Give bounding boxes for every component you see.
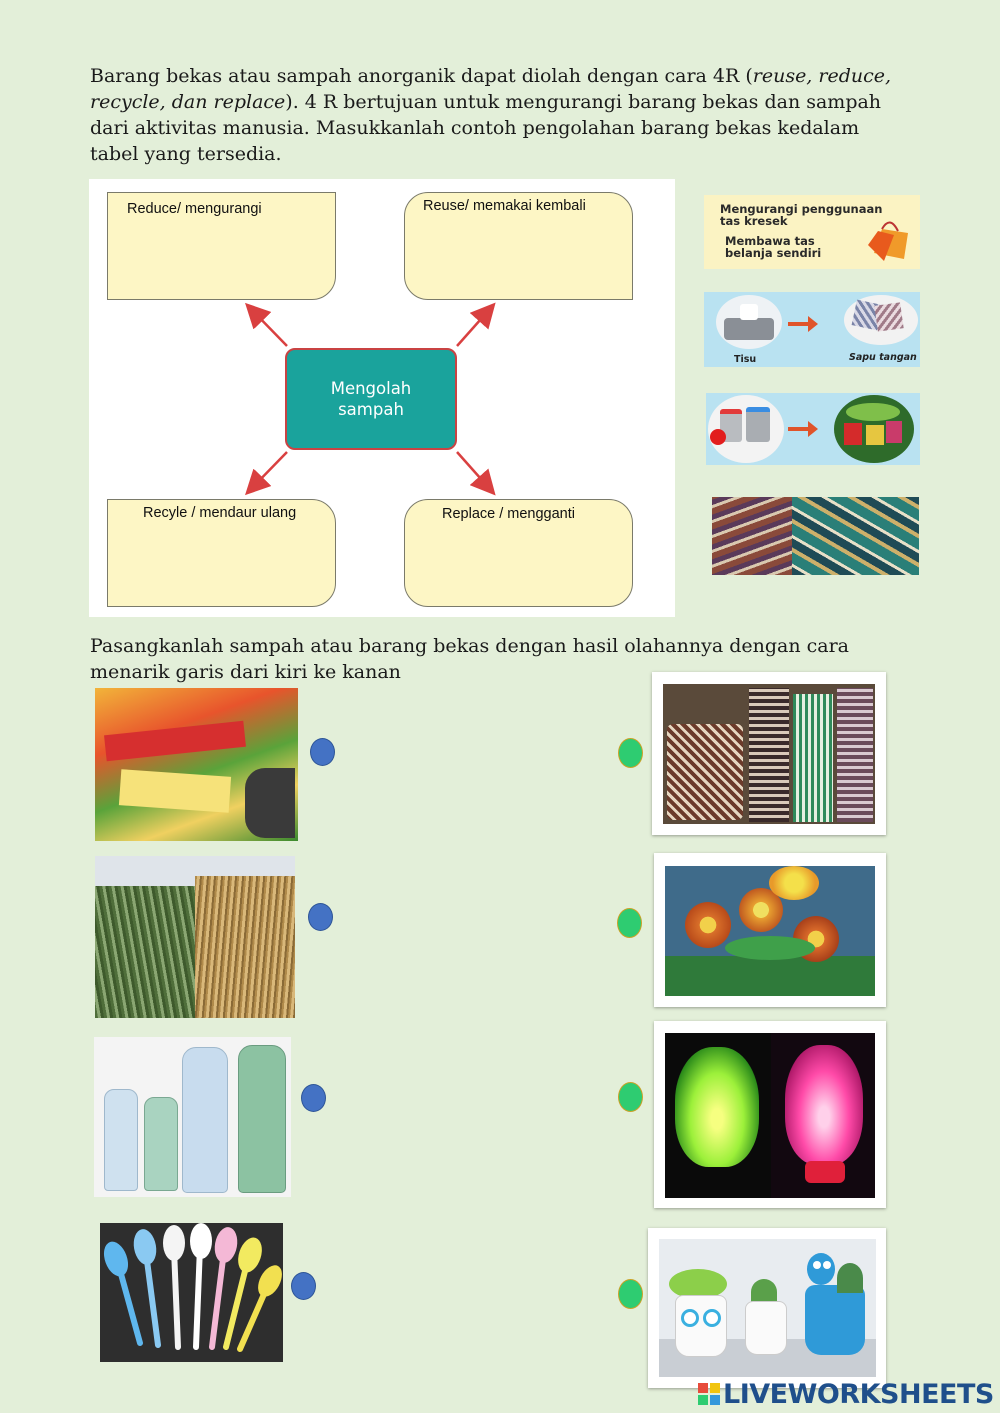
arrow-right-icon bbox=[788, 316, 818, 332]
reuse-label: Reuse/ memakai kembali bbox=[423, 198, 586, 214]
intro-italic-terms: reuse, reduce, recycle, dan replace bbox=[90, 65, 892, 113]
ex2-right-label: Sapu tangan bbox=[849, 352, 917, 363]
example-shopping-bag[interactable]: Mengurangi penggunaan tas kresek Membawa… bbox=[704, 195, 920, 269]
left-match-dot-2[interactable] bbox=[308, 903, 333, 931]
intro-text-2: ). 4 R bertujuan untuk mengurangi barang… bbox=[90, 91, 882, 165]
plastic-bottles-picture[interactable] bbox=[94, 1037, 291, 1197]
paper-flowers-picture bbox=[665, 866, 875, 996]
recycle-label: Recyle / mendaur ulang bbox=[143, 505, 297, 521]
recycle-box[interactable]: Recyle / mendaur ulang bbox=[107, 499, 336, 607]
reuse-box[interactable]: Reuse/ memakai kembali bbox=[404, 192, 633, 300]
replace-box[interactable]: Replace / mengganti bbox=[404, 499, 633, 607]
plastic-spoons-picture[interactable] bbox=[100, 1223, 283, 1362]
shopping-bag-icon bbox=[868, 221, 908, 261]
ex1-text-1: Mengurangi penggunaan bbox=[720, 202, 883, 216]
center-label: Mengolah sampah bbox=[330, 379, 412, 419]
reduce-label: Reduce/ mengurangi bbox=[127, 201, 262, 217]
planter-icon bbox=[844, 423, 862, 445]
right-match-dot-2[interactable] bbox=[617, 908, 642, 938]
left-match-dot-1[interactable] bbox=[310, 738, 335, 766]
right-match-dot-1[interactable] bbox=[618, 738, 643, 768]
liveworksheets-logo-text: LIVEWORKSHEETS bbox=[723, 1378, 994, 1410]
paper-flowers-frame[interactable] bbox=[654, 853, 886, 1007]
arrow-right-icon bbox=[788, 421, 818, 437]
center-box: Mengolah sampah bbox=[285, 348, 457, 450]
ex1-text-3: Membawa tas bbox=[725, 234, 815, 248]
right-match-dot-3[interactable] bbox=[618, 1082, 643, 1112]
reduce-box[interactable]: Reduce/ mengurangi bbox=[107, 192, 336, 300]
arrow-to-reuse bbox=[456, 302, 496, 347]
ex1-text-4: belanja sendiri bbox=[725, 246, 822, 260]
bottle-planters-frame[interactable] bbox=[648, 1228, 886, 1388]
intro-text-1: Barang bekas atau sampah anorganik dapat… bbox=[90, 65, 753, 87]
example-paint-cans-planters[interactable] bbox=[706, 393, 920, 465]
bottle-lamps-picture bbox=[665, 1033, 875, 1198]
diagram-arrows bbox=[245, 302, 496, 496]
left-match-dot-4[interactable] bbox=[291, 1272, 316, 1300]
right-match-dot-4[interactable] bbox=[618, 1279, 643, 1309]
four-r-diagram: Reduce/ mengurangi Reuse/ memakai kembal… bbox=[89, 179, 675, 617]
spoons-drawing bbox=[103, 1223, 282, 1352]
arrow-to-reduce bbox=[245, 302, 288, 347]
woven-bags-frame[interactable] bbox=[652, 672, 886, 835]
instant-noodle-wrappers-picture[interactable] bbox=[95, 688, 298, 841]
ex2-left-label: Tisu bbox=[734, 354, 757, 365]
matching-instruction: Pasangkanlah sampah atau barang bekas de… bbox=[90, 635, 849, 683]
liveworksheets-logo-icon bbox=[698, 1383, 720, 1405]
left-match-dot-3[interactable] bbox=[301, 1084, 326, 1112]
example-tissue-handkerchief[interactable]: Tisu Sapu tangan bbox=[704, 292, 920, 367]
arrow-to-replace bbox=[456, 451, 496, 496]
bottle-planters-picture bbox=[659, 1239, 876, 1377]
arrow-to-recycle bbox=[245, 451, 288, 496]
bottle-lamps-frame[interactable] bbox=[654, 1021, 886, 1208]
woven-bags-picture bbox=[663, 684, 875, 824]
dry-grass-picture[interactable] bbox=[95, 856, 295, 1018]
intro-paragraph: Barang bekas atau sampah anorganik dapat… bbox=[90, 63, 910, 167]
example-fabric-bags[interactable] bbox=[712, 497, 919, 575]
liveworksheets-logo: LIVEWORKSHEETS bbox=[698, 1378, 994, 1410]
replace-label: Replace / mengganti bbox=[442, 506, 575, 522]
ex1-text-2: tas kresek bbox=[720, 214, 788, 228]
tissue-box-icon bbox=[724, 318, 774, 340]
